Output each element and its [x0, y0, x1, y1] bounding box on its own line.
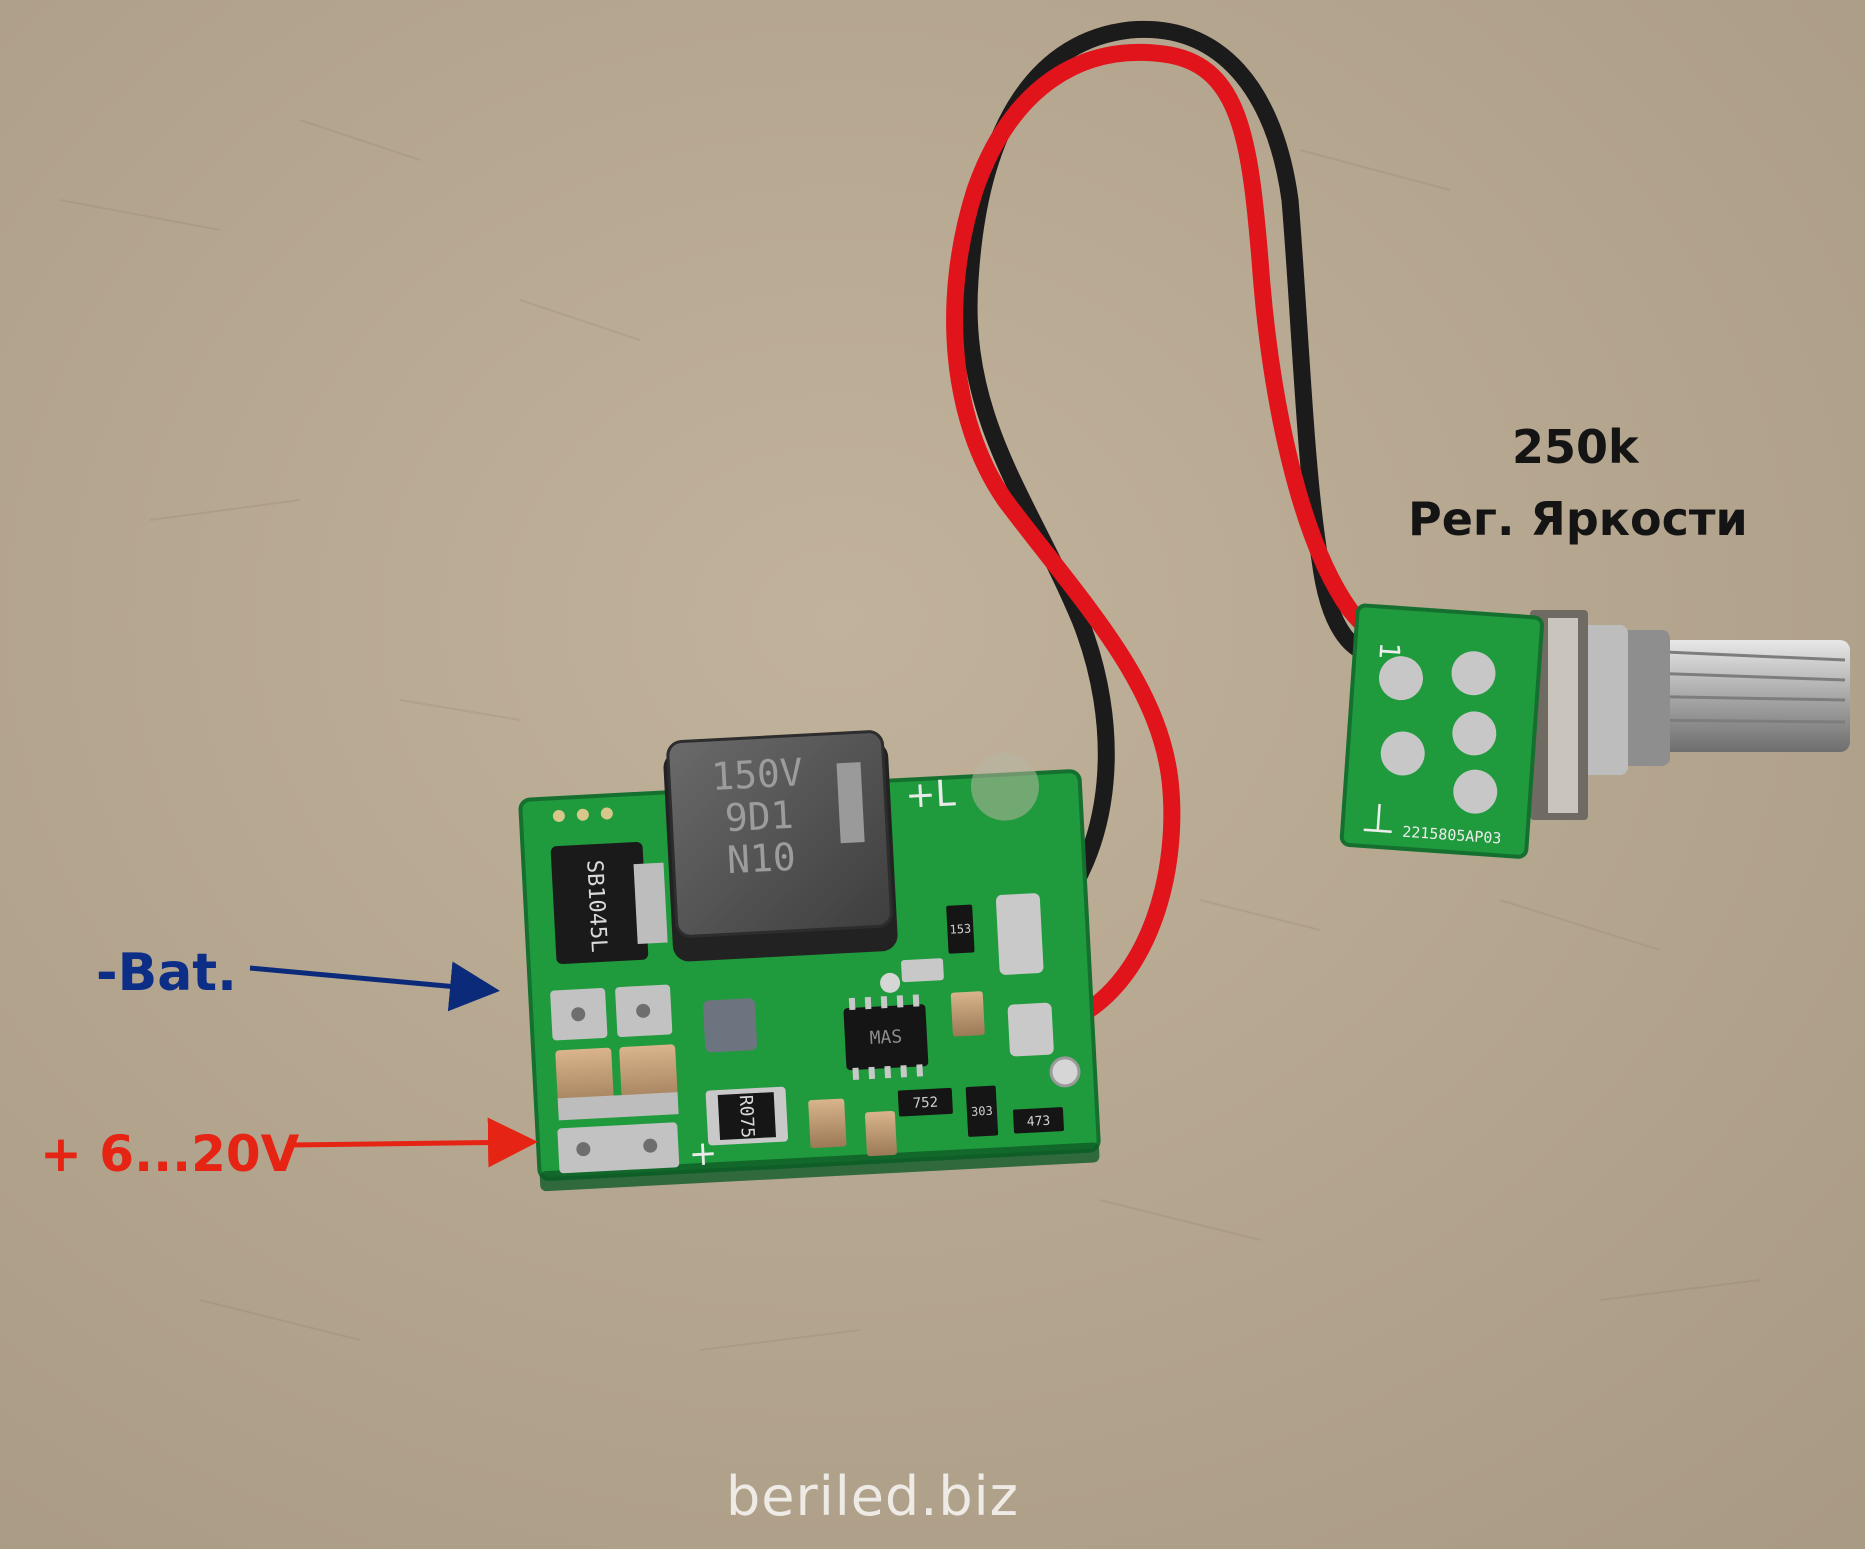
- potentiometer: 1 ⊥ 2215805AP03: [1339, 603, 1850, 859]
- pot-value-label: 250k: [1512, 420, 1639, 474]
- vin-plus-pads: [557, 1122, 680, 1174]
- resistor-153-marking: 153: [949, 922, 971, 937]
- silk-circle: [970, 752, 1039, 821]
- resistor-752: 752: [897, 1087, 953, 1117]
- inductor-marking-1: 150V: [710, 750, 804, 799]
- resistor-752-marking: 752: [912, 1095, 938, 1112]
- power-inductor: 150V 9D1 N10: [663, 730, 898, 962]
- cardboard-texture: [59, 119, 1761, 1351]
- wire-red: [946, 43, 1404, 1027]
- ic-marking: MAS: [869, 1026, 903, 1049]
- diode-marking: SB1045L: [581, 859, 611, 953]
- resistor-large-marking: R075: [735, 1094, 758, 1138]
- driver-board: SB1045L 150V 9D1 N10 +L: [518, 730, 1101, 1192]
- resistor-303: 303: [965, 1085, 999, 1137]
- shunt-resistor: R075: [705, 1086, 789, 1146]
- bat-minus-label: -Bat.: [96, 943, 237, 1003]
- vin-plus-label: + 6...20V: [40, 1125, 300, 1183]
- resistor-303-marking: 303: [971, 1104, 993, 1119]
- wire-black: [960, 20, 1399, 939]
- resistor-153: 153: [946, 904, 975, 954]
- inductor-marking-2: 9D1: [724, 793, 795, 841]
- bat-arrow: [249, 961, 500, 1012]
- pot-board-digit: 1: [1372, 641, 1406, 661]
- inductor-marking-3: N10: [726, 835, 797, 883]
- watermark: beriled.biz: [726, 1465, 1019, 1528]
- bat-minus-pads: [550, 984, 673, 1041]
- pot-caption-label: Рег. Яркости: [1408, 492, 1748, 546]
- vin-arrow: [289, 1117, 538, 1168]
- driver-ic: MAS: [843, 994, 929, 1080]
- pot-board-t-mark: ⊥: [1360, 795, 1398, 843]
- resistor-473: 473: [1012, 1107, 1064, 1134]
- schottky-diode: SB1045L: [550, 841, 668, 965]
- silk-plus-l: +L: [904, 773, 956, 817]
- resistor-473-marking: 473: [1026, 1114, 1050, 1130]
